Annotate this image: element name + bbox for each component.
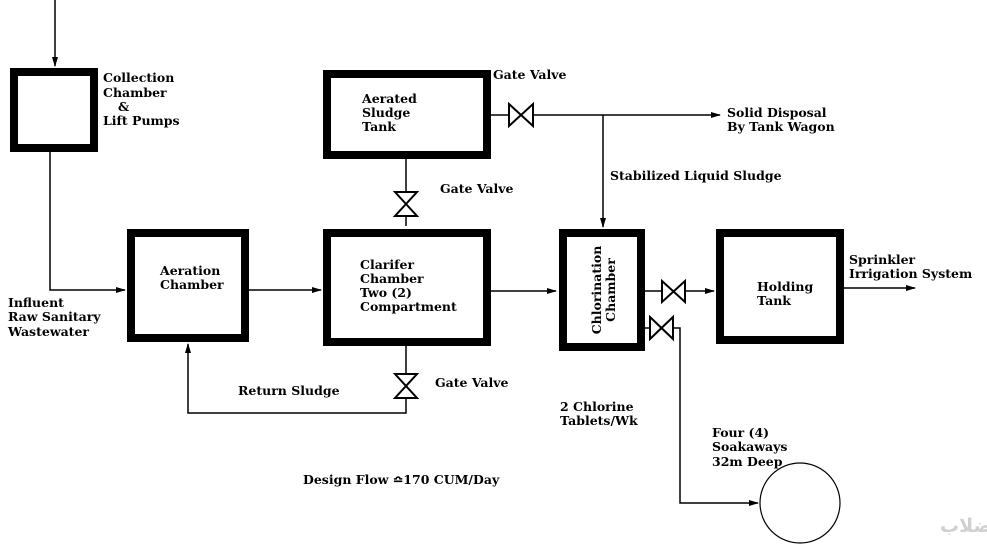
labels: Collection Chamber & Lift Pumps Influent… xyxy=(7,67,972,487)
label: Chamber xyxy=(360,271,424,286)
label: Soakaways xyxy=(712,439,787,454)
label: Irrigation System xyxy=(849,266,972,281)
label: Chlorination xyxy=(589,246,604,335)
label: Design Flow ≏170 CUM/Day xyxy=(303,472,500,487)
label: Chamber xyxy=(103,85,167,100)
aerated-sludge-tank-box xyxy=(323,70,491,159)
label: Sludge xyxy=(362,105,410,120)
label: Wastewater xyxy=(7,324,89,339)
label: Aeration xyxy=(159,263,220,278)
label: Clarifer xyxy=(360,257,414,272)
label: Influent xyxy=(8,295,64,310)
aeration-chamber-box xyxy=(127,229,249,342)
label: Holding xyxy=(757,279,813,294)
label: Lift Pumps xyxy=(103,113,180,128)
label: Tank xyxy=(757,293,791,308)
label: Solid Disposal xyxy=(727,105,827,120)
label: Gate Valve xyxy=(435,375,509,390)
tanks xyxy=(10,68,844,351)
label: Tank xyxy=(362,119,396,134)
label: Collection xyxy=(103,70,174,85)
gate-valve-icon xyxy=(392,373,420,399)
watermark: وبلاگ فرآیند های تصفیه آب و فاضلاب - عکس… xyxy=(940,513,987,537)
label: Chamber xyxy=(603,258,618,322)
gate-valve-icon xyxy=(661,278,686,305)
label: Stabilized Liquid Sludge xyxy=(610,168,782,183)
label: Tablets/Wk xyxy=(560,413,638,428)
clarifier-chamber-box xyxy=(323,229,491,346)
holding-tank-box xyxy=(716,229,844,344)
label: By Tank Wagon xyxy=(727,119,835,134)
gate-valve-icon xyxy=(508,101,534,129)
chlorination-chamber-box xyxy=(559,229,645,351)
label: Two (2) xyxy=(360,285,412,300)
gate-valve-icon xyxy=(649,314,674,342)
label: Gate Valve xyxy=(440,181,514,196)
label: 2 Chlorine xyxy=(560,399,634,414)
label: & xyxy=(118,99,130,114)
label: Return Sludge xyxy=(238,383,340,398)
label: Aerated xyxy=(361,91,417,106)
label: Sprinkler xyxy=(849,252,916,267)
gate-valve-icon xyxy=(392,191,420,217)
collection-chamber-box xyxy=(10,68,98,152)
gate-valves xyxy=(392,101,686,399)
label: Chamber xyxy=(160,277,224,292)
label: 32m Deep xyxy=(712,454,783,469)
label: Four (4) xyxy=(712,425,769,440)
label: Gate Valve xyxy=(493,67,567,82)
label: Compartment xyxy=(360,299,457,314)
label: Raw Sanitary xyxy=(8,309,101,324)
soakaway-circle xyxy=(759,462,841,544)
